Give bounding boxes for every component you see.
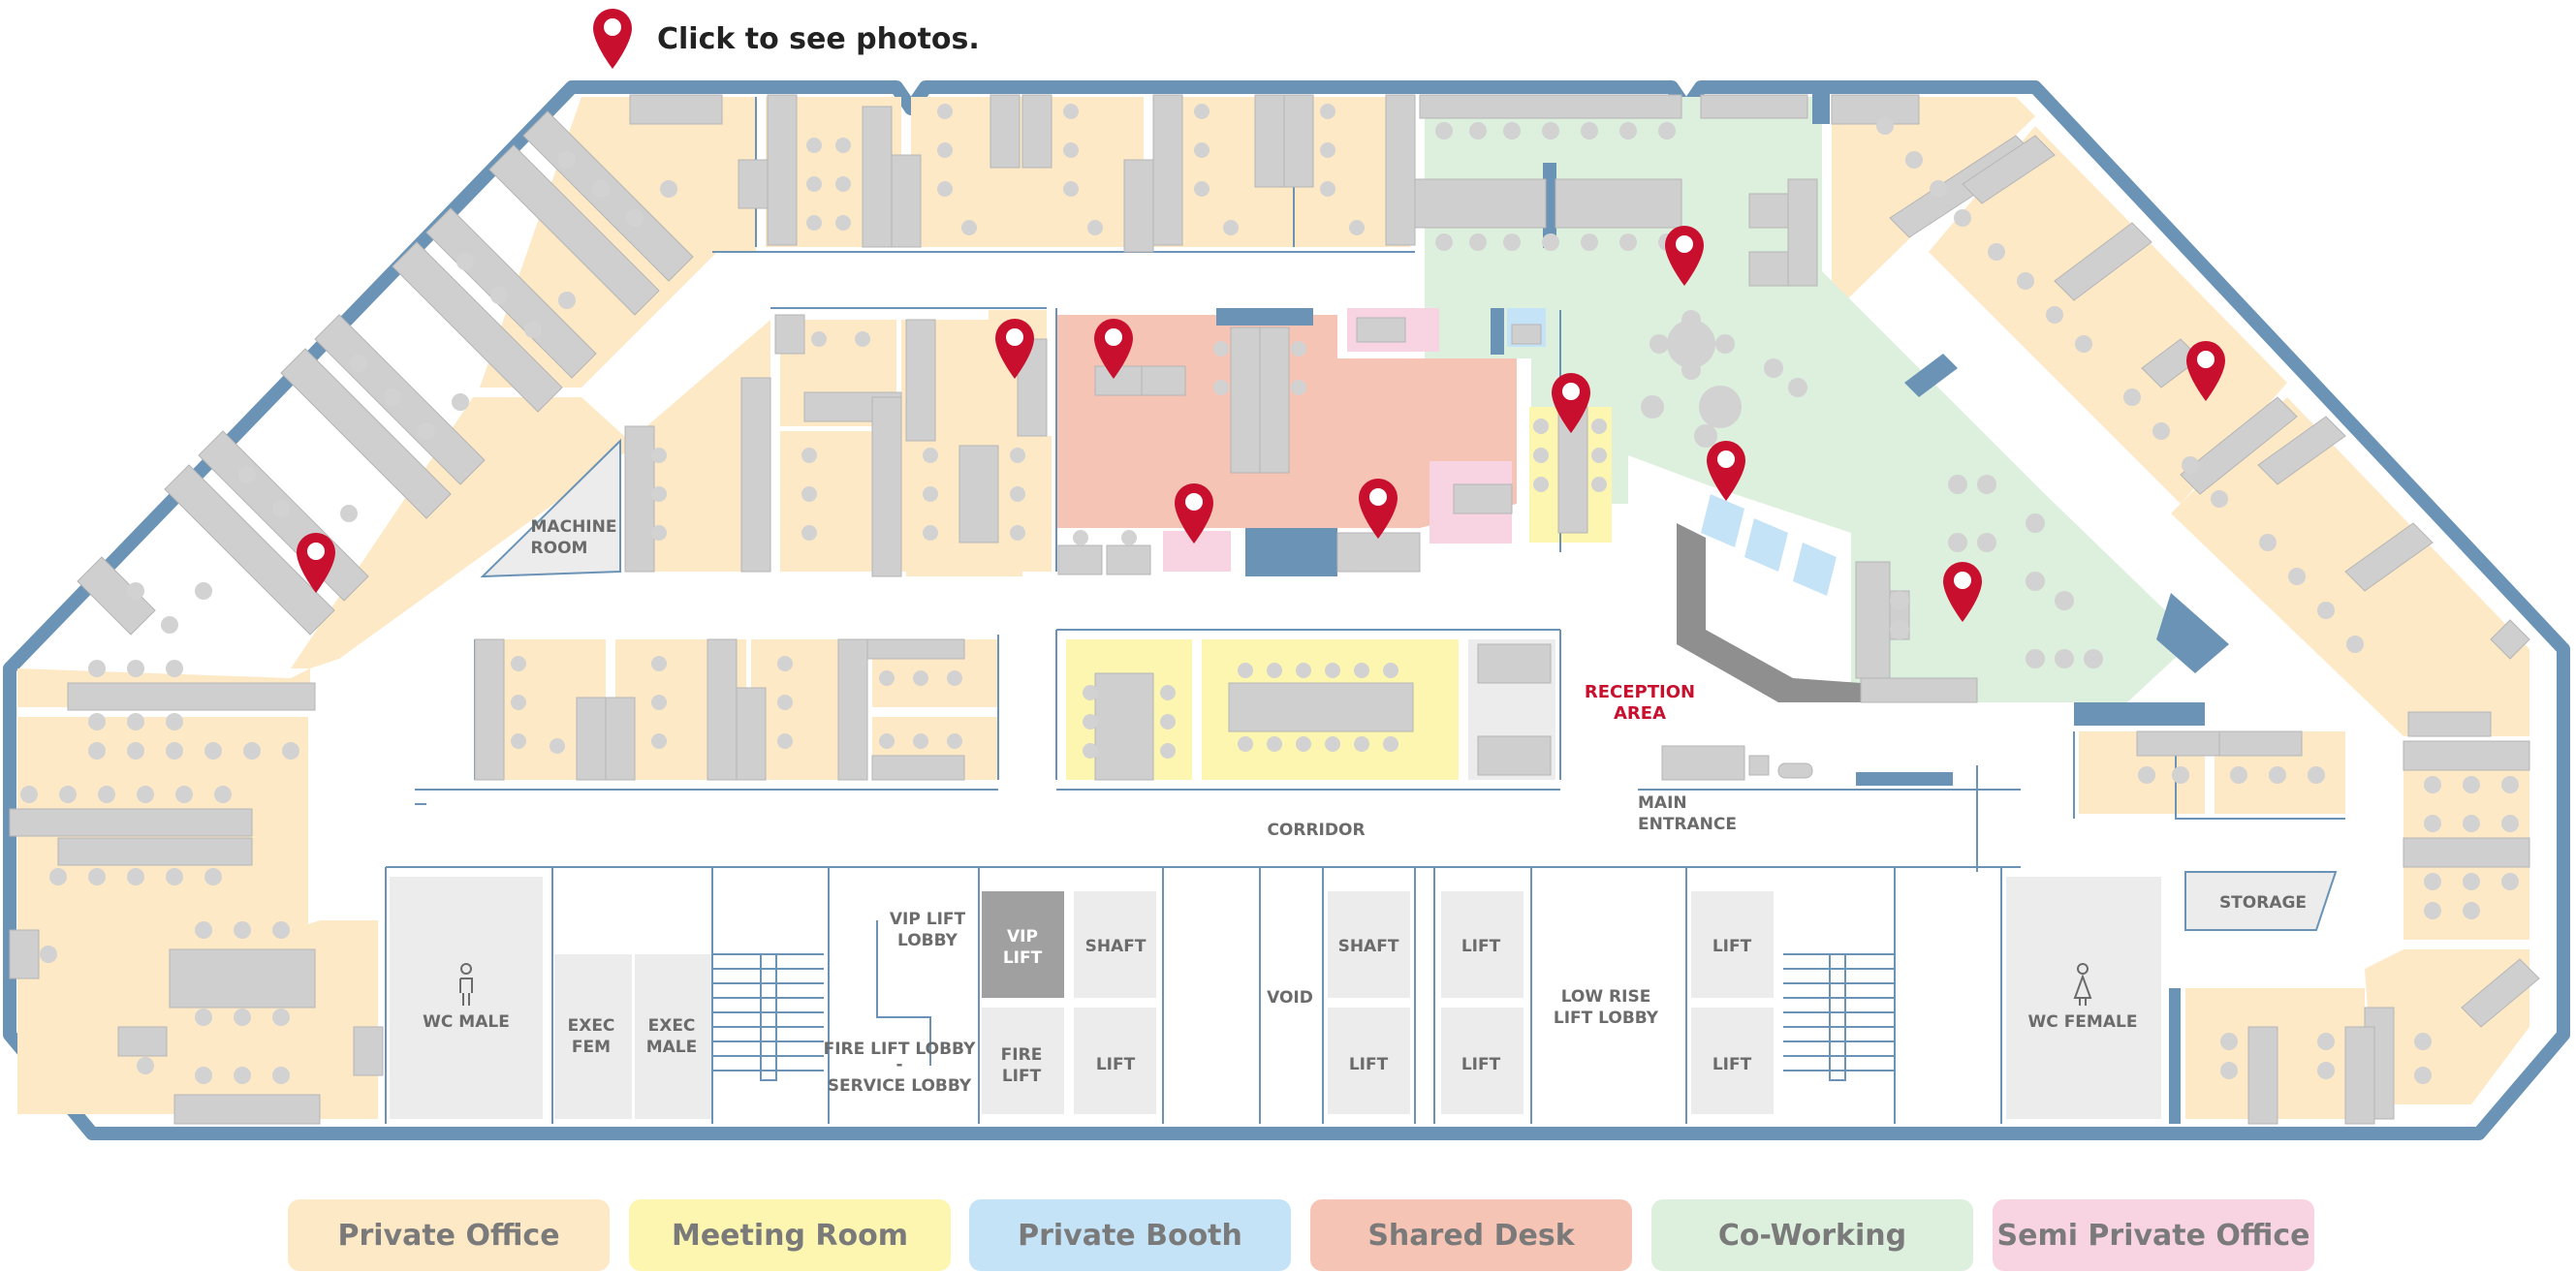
shaft-label-1: SHAFT <box>1085 937 1147 956</box>
legend-semi-private-office: Semi Private Office <box>1993 1199 2314 1271</box>
wc-female-label: WC FEMALE <box>2028 1012 2138 1032</box>
machine-room-label-line2: ROOM <box>531 539 588 558</box>
lift-label-4: LIFT <box>1461 1055 1501 1074</box>
wall-accents <box>1216 93 2229 1124</box>
vip-lift-label-line1: VIP <box>1007 927 1038 947</box>
lift-label-1: LIFT <box>1096 1055 1136 1074</box>
legend-co-working: Co-Working <box>1651 1199 1973 1271</box>
reception-counter <box>1677 523 1861 702</box>
lift-label-3: LIFT <box>1461 937 1501 956</box>
legend: Private Office Meeting Room Private Boot… <box>0 1199 2576 1273</box>
stairs <box>712 953 1895 1081</box>
fire-lift-label-line2: LIFT <box>1002 1067 1042 1086</box>
fire-lift-lobby-label-line1: FIRE LIFT LOBBY <box>824 1040 977 1059</box>
shaft-label-2: SHAFT <box>1338 937 1399 956</box>
legend-shared-desk: Shared Desk <box>1310 1199 1632 1271</box>
void-label: VOID <box>1267 988 1313 1008</box>
fire-lift-lobby-label-line3: SERVICE LOBBY <box>828 1076 972 1096</box>
corridor-label: CORRIDOR <box>1267 821 1365 840</box>
storage-label: STORAGE <box>2219 893 2307 913</box>
legend-co-working-label: Co-Working <box>1717 1218 1907 1253</box>
wc-male-label: WC MALE <box>423 1012 510 1032</box>
reception-label-line1: RECEPTION <box>1585 682 1695 702</box>
fire-lift-label-line1: FIRE <box>1001 1045 1043 1065</box>
low-rise-lift-lobby-label-line2: LIFT LOBBY <box>1554 1009 1659 1028</box>
male-person-icon <box>459 963 473 1006</box>
chairs <box>20 104 2519 1084</box>
room-labels: MACHINE ROOM RECEPTION AREA MAIN ENTRANC… <box>423 517 2307 1096</box>
main-entrance-label-line1: MAIN <box>1638 793 1687 813</box>
fire-lift-lobby-label-line2: - <box>895 1055 902 1074</box>
service-rooms <box>390 438 2338 1119</box>
legend-meeting-room: Meeting Room <box>629 1199 951 1271</box>
legend-shared-desk-label: Shared Desk <box>1367 1218 1575 1253</box>
exec-male-label-line1: EXEC <box>648 1016 696 1036</box>
vip-lift-lobby-label-line1: VIP LIFT <box>890 910 966 929</box>
legend-meeting-room-label: Meeting Room <box>671 1218 909 1253</box>
vip-lift-lobby-label-line2: LOBBY <box>897 931 958 950</box>
main-entrance-label-line2: ENTRANCE <box>1638 815 1737 834</box>
legend-private-office-label: Private Office <box>337 1218 560 1253</box>
legend-private-booth: Private Booth <box>969 1199 1291 1271</box>
legend-private-booth-label: Private Booth <box>1018 1218 1242 1253</box>
photo-hint-text: Click to see photos. <box>657 21 980 56</box>
exec-fem-label-line2: FEM <box>572 1038 611 1057</box>
furniture-desks <box>9 94 2530 1125</box>
low-rise-lift-lobby-label-line1: LOW RISE <box>1561 987 1651 1007</box>
reception-label-line2: AREA <box>1614 703 1666 724</box>
map-pin-icon <box>593 9 632 69</box>
lift-label-2: LIFT <box>1349 1055 1389 1074</box>
vip-lift-label-line2: LIFT <box>1003 948 1043 968</box>
legend-private-office: Private Office <box>288 1199 610 1271</box>
lift-label-5: LIFT <box>1712 937 1752 956</box>
machine-room-label-line1: MACHINE <box>531 517 617 537</box>
photo-hint: Click to see photos. <box>591 8 980 70</box>
exec-fem-label-line1: EXEC <box>568 1016 615 1036</box>
legend-semi-private-office-label: Semi Private Office <box>1996 1218 2310 1253</box>
exec-male-label-line2: MALE <box>646 1038 698 1057</box>
lift-label-6: LIFT <box>1712 1055 1752 1074</box>
female-person-icon <box>2073 963 2092 1006</box>
